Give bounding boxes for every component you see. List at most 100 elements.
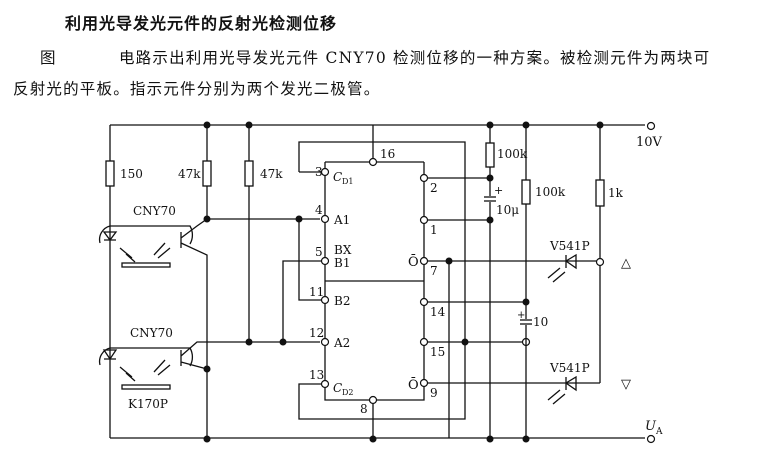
paragraph-line-2: 反射光的平板。指示元件分别为两个发光二极管。 — [13, 80, 381, 98]
ic-pin-5-name2: B1 — [334, 256, 350, 270]
ic-pin-13-num: 13 — [309, 368, 324, 382]
sensor-1-light-out-icon — [119, 247, 136, 263]
sensor-1-light-in-icon — [153, 242, 171, 259]
resistor-47k-1 — [202, 160, 212, 187]
ic-pin-13[interactable] — [320, 379, 330, 389]
ic-pin-2-num: 2 — [430, 181, 438, 195]
ic-pin-16-label: 16 — [380, 147, 395, 161]
ic-pin-3-name: C — [333, 170, 342, 184]
wire — [282, 260, 325, 342]
junction — [486, 435, 494, 443]
led-1-light-icon — [547, 267, 566, 283]
ic-pin-12-num: 12 — [309, 326, 324, 340]
capacitor-10u-polarity: + — [494, 184, 503, 197]
sensor-2-transistor-icon — [180, 341, 320, 370]
reflector-plate-2 — [121, 384, 171, 390]
output-terminal[interactable] — [646, 434, 656, 444]
ic-pin-13-name: C — [333, 381, 342, 395]
resistor-100k-2 — [521, 179, 531, 205]
resistor-100k-2-label: 100k — [535, 185, 566, 199]
ic-pin-11-name: B2 — [334, 294, 350, 308]
ic-pin-4-name: A1 — [333, 213, 350, 227]
resistor-1k — [595, 179, 605, 207]
junction — [369, 435, 377, 443]
led-node — [595, 257, 605, 267]
ic-pin-7[interactable] — [419, 256, 429, 266]
led-2-diode-icon — [564, 375, 577, 392]
ic-pin-5-name: BX — [334, 243, 352, 257]
ic-pin-4[interactable] — [320, 214, 330, 224]
reflector-plate-1 — [121, 262, 171, 268]
ic-pin-7-name: Ō — [408, 254, 419, 270]
resistor-1k-label: 1k — [608, 186, 624, 200]
led-2-label: V541P — [549, 361, 590, 375]
led-1-diode-icon — [564, 253, 577, 270]
ic-pin-1[interactable] — [419, 215, 429, 225]
ic-pin-5[interactable] — [320, 256, 330, 266]
gap — [484, 196, 496, 202]
figure-ref: 图 — [40, 49, 57, 67]
ic-pin-3-sub: D1 — [342, 177, 354, 186]
junction — [522, 435, 530, 443]
ic-pin-2[interactable] — [419, 173, 429, 183]
ic-pin-3[interactable] — [320, 167, 330, 177]
sensor-1-transistor-icon — [180, 218, 208, 438]
ic-pin-14-num: 14 — [430, 305, 446, 319]
capacitor-10-polarity: + — [517, 310, 525, 321]
led-1: V541P — [547, 239, 590, 283]
ic-pin-9-name: Ō — [408, 377, 419, 393]
output-label: U — [645, 419, 657, 434]
indicator-down-icon: ▽ — [621, 377, 631, 392]
sensor-2-light-in-icon — [153, 359, 171, 376]
ic-pin-5-num: 5 — [315, 245, 323, 259]
junction — [203, 365, 211, 373]
ic-pin-12[interactable] — [320, 337, 330, 347]
junction — [486, 216, 494, 224]
indicator-up-icon: △ — [621, 256, 631, 271]
supply-label: 10V — [636, 135, 663, 150]
paragraph-line-1: 图 电路示出利用光导发光元件 CNY70 检测位移的一种方案。被检测元件为两块可 — [40, 46, 710, 68]
ic-pin-9[interactable] — [419, 378, 429, 388]
junction — [203, 435, 211, 443]
reflector-label: K170P — [128, 397, 168, 411]
ic-pin-12-name: A2 — [333, 336, 350, 350]
ic-pin-3-num: 3 — [315, 165, 323, 179]
resistor-100k-1 — [485, 142, 495, 168]
document-title: 利用光导发光元件的反射光检测位移 — [65, 14, 338, 33]
ic-pin-7-num: 7 — [430, 264, 438, 278]
supply-terminal[interactable] — [646, 121, 656, 131]
sensor-1-emitter-icon — [102, 231, 118, 242]
sensor-1-housing — [98, 225, 194, 245]
capacitor-10u-label: 10μ — [496, 203, 519, 217]
sensor-2-light-out-icon — [119, 366, 136, 382]
wire — [298, 219, 325, 301]
sensor-2-label: CNY70 — [130, 326, 173, 340]
capacitor-10-label: 10 — [533, 315, 548, 329]
sensor-2-housing — [98, 347, 194, 367]
ic-pin-11-num: 11 — [309, 285, 324, 299]
ic-pin-15[interactable] — [419, 337, 429, 347]
resistor-47k-1-label: 47k — [178, 167, 201, 181]
wire-cd-loop — [298, 141, 466, 420]
resistor-150 — [105, 160, 115, 187]
led-2-light-icon — [547, 389, 566, 405]
gap — [520, 319, 532, 325]
ic-pin-8[interactable] — [368, 395, 378, 405]
ic-pin-15-num: 15 — [430, 345, 445, 359]
junction — [486, 174, 494, 182]
ic-pin-8-label: 8 — [360, 402, 368, 416]
ic-pin-11[interactable] — [320, 295, 330, 305]
ic-pin-13-sub: D2 — [342, 388, 354, 397]
junction — [461, 338, 469, 346]
resistor-150-label: 150 — [120, 167, 143, 181]
led-1-label: V541P — [549, 239, 590, 253]
output-subscript: A — [655, 427, 663, 437]
ic-pin-9-num: 9 — [430, 386, 438, 400]
led-2: V541P — [547, 361, 590, 405]
ic-pin-14[interactable] — [419, 297, 429, 307]
resistor-100k-1-label: 100k — [497, 147, 528, 161]
ic-pin-1-num: 1 — [430, 223, 438, 237]
resistor-47k-2-label: 47k — [260, 167, 283, 181]
ic-pin-16[interactable] — [368, 157, 378, 167]
